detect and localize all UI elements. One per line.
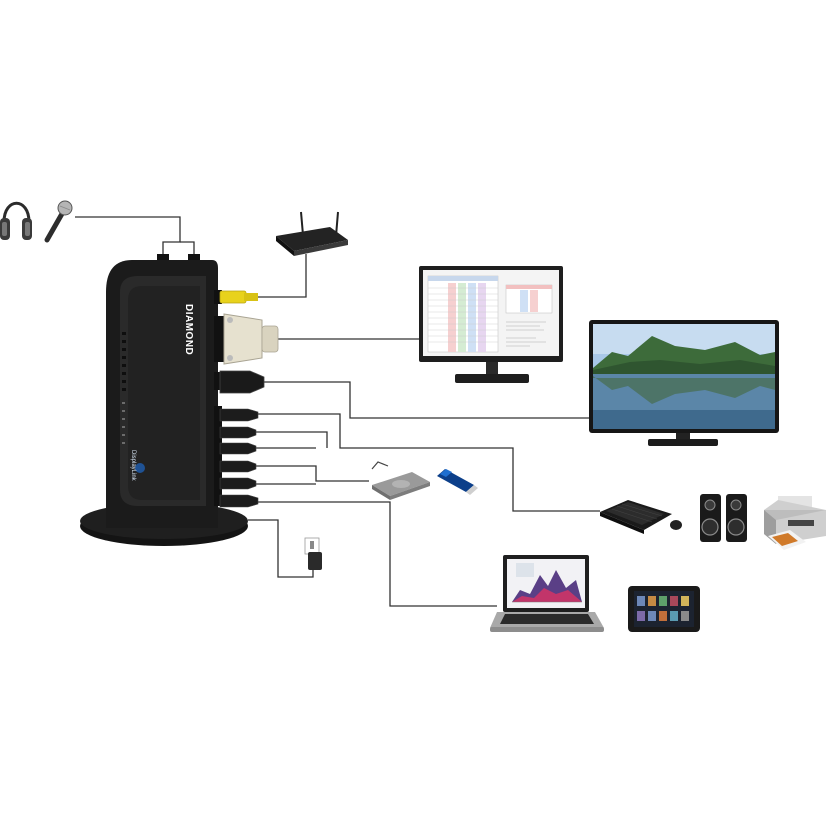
wire-ethernet: [258, 254, 307, 298]
wire-usb-laptop: [258, 501, 497, 607]
connection-wires: [75, 216, 600, 607]
dvi-port: [214, 316, 224, 362]
headphones-icon: [0, 201, 32, 240]
microphone-icon: [44, 200, 73, 243]
dock-ports: [214, 290, 279, 508]
speaker-icon: [700, 494, 747, 542]
power-plug-icon: [304, 537, 322, 570]
status-leds: [122, 402, 125, 444]
router-icon: [276, 211, 348, 256]
usb-ports: [214, 406, 259, 508]
mouse-icon: [670, 520, 682, 530]
tv-icon: [589, 320, 779, 446]
tablet-icon: [628, 586, 700, 632]
laptop-screen-chart: [512, 563, 582, 603]
monitor-icon: [419, 266, 563, 383]
svg-text:DisplayLink: DisplayLink: [130, 450, 136, 482]
usb-drive-icon: [437, 469, 478, 495]
dock-brand-label: DIAMOND: [183, 304, 194, 355]
keyboard-icon: [600, 500, 682, 534]
displaylink-logo: DisplayLink: [130, 450, 145, 482]
spreadsheet-content: [427, 275, 553, 353]
hard-drive-icon: [371, 461, 430, 500]
wire-usb-1: [258, 413, 600, 512]
printer-icon: [764, 496, 826, 550]
docking-station: DIAMOND DisplayLink: [80, 254, 279, 546]
laptop-icon: [490, 555, 604, 632]
wire-hdmi: [264, 381, 590, 419]
hdmi-port: [214, 372, 222, 390]
wire-usb-hdd: [256, 465, 369, 482]
ethernet-port: [214, 290, 222, 304]
wire-usb-2: [256, 431, 328, 448]
vent-slots: [122, 332, 126, 391]
wire-power: [248, 519, 314, 578]
